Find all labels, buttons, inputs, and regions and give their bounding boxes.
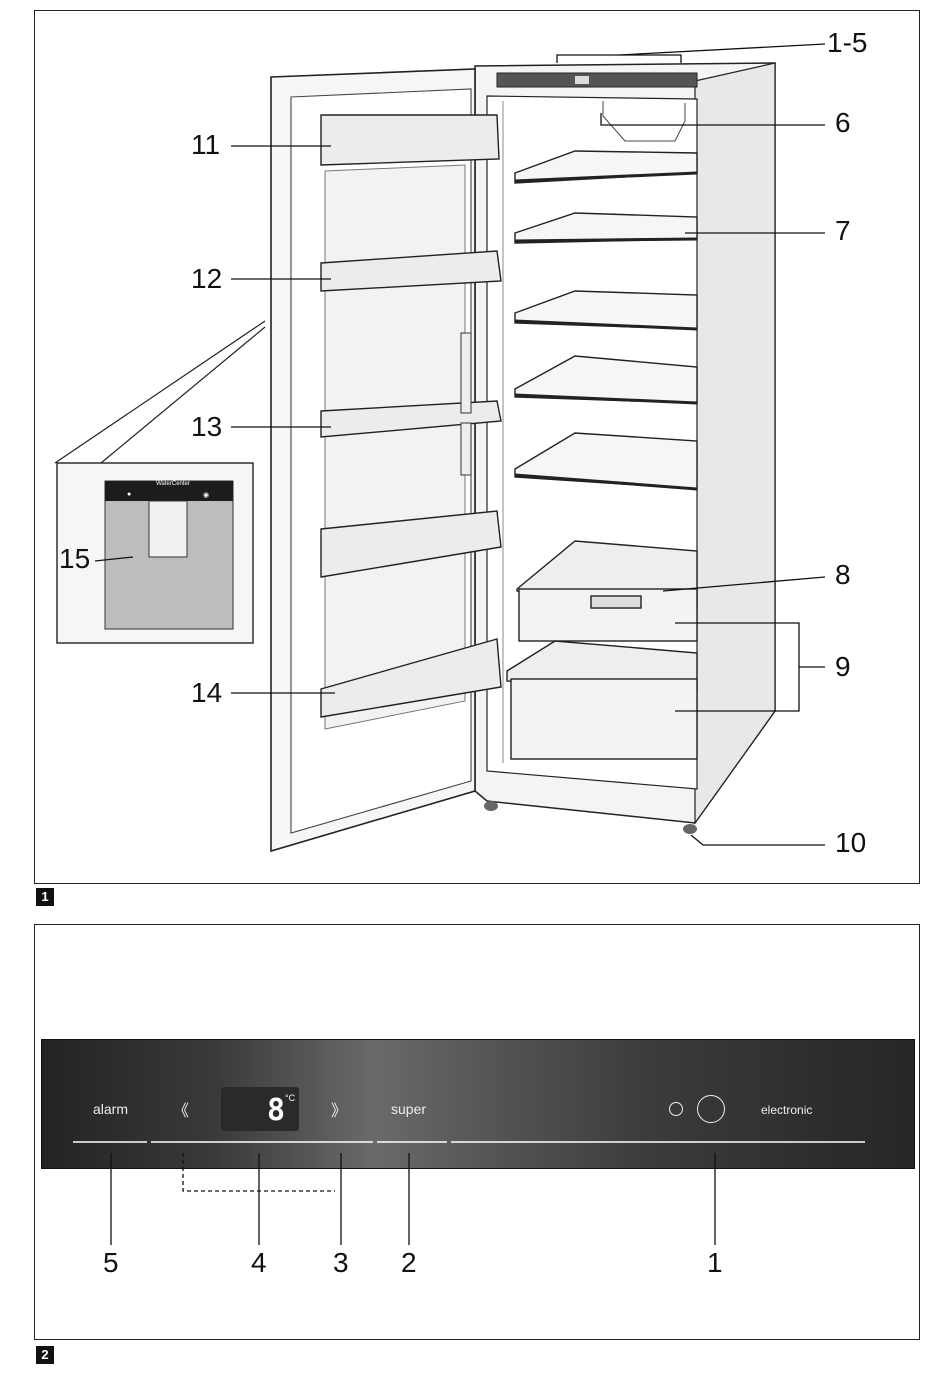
callout-8: 8 — [835, 559, 851, 590]
door-racks — [320, 114, 502, 718]
watercenter-power-icon: ◉ — [203, 492, 210, 499]
super-button[interactable]: super — [391, 1101, 427, 1117]
callout-4: 4 — [251, 1247, 267, 1278]
control-panel — [41, 1039, 915, 1169]
control-strip — [496, 72, 698, 88]
callout-1-5: 1-5 — [827, 27, 868, 58]
figure-1-panel: WaterCenter ● ◉ 1-5 6 7 8 9 10 11 12 13 … — [34, 10, 920, 884]
watercenter-drop-icon: ● — [127, 491, 132, 498]
control-callout-lines — [73, 1141, 865, 1245]
temperature-value: 8 — [267, 1093, 286, 1128]
glass-shelves — [514, 150, 698, 490]
callout-15: 15 — [59, 543, 91, 574]
callout-14: 14 — [191, 677, 223, 708]
figure-1-tag: 1 — [36, 888, 54, 906]
alarm-button[interactable]: alarm — [93, 1101, 129, 1117]
callout-7: 7 — [835, 215, 851, 246]
callout-5: 5 — [103, 1247, 119, 1278]
temperature-unit: °C — [285, 1093, 296, 1103]
control-strip-display — [575, 76, 589, 84]
crisper-drawers — [506, 540, 698, 760]
callout-2: 2 — [401, 1247, 417, 1278]
electronic-label: electronic — [761, 1103, 813, 1117]
fridge-illustration — [54, 43, 826, 853]
temperature-display: 8 °C — [221, 1087, 299, 1131]
figure-2-tag: 2 — [36, 1346, 54, 1364]
watercenter-label: WaterCenter — [156, 481, 190, 487]
power-button[interactable] — [697, 1095, 725, 1123]
callout-12: 12 — [191, 263, 223, 294]
callout-13: 13 — [191, 411, 223, 442]
callout-11: 11 — [191, 129, 221, 160]
callout-3: 3 — [333, 1247, 349, 1278]
callout-6: 6 — [835, 107, 851, 138]
callout-10: 10 — [835, 827, 867, 858]
callout-9: 9 — [835, 651, 851, 682]
temp-down-button[interactable]: 《 — [173, 1103, 190, 1120]
temp-up-button[interactable]: 》 — [331, 1103, 348, 1120]
callout-1: 1 — [707, 1247, 723, 1278]
cabinet-side — [694, 62, 776, 825]
power-icon — [669, 1102, 683, 1116]
figure-2-panel: alarm 《 8 °C 》 super electronic 5 4 3 2 … — [34, 924, 920, 1340]
